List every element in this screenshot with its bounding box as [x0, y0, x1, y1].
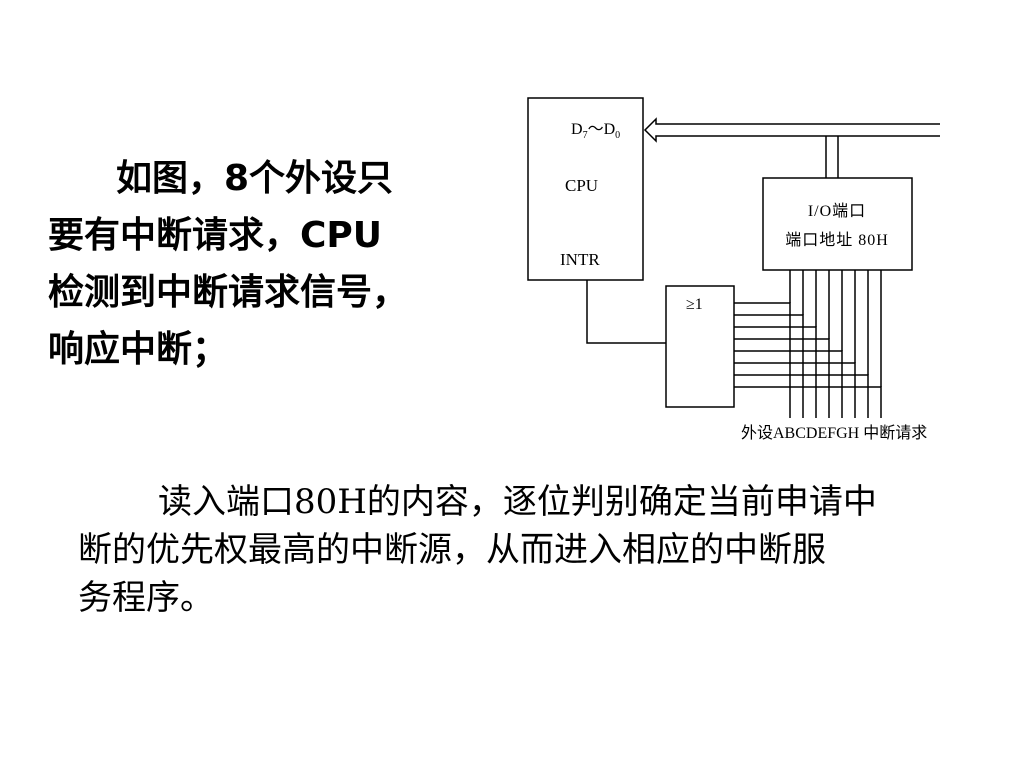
- bottom-paragraph: 读入端口80H的内容，逐位判别确定当前申请中 断的优先权最高的中断源，从而进入相…: [78, 478, 998, 622]
- bottom-paragraph-line-1: 读入端口80H的内容，逐位判别确定当前申请中: [158, 482, 877, 522]
- data-bus-arrow: [643, 117, 940, 143]
- io-port-address-label: 端口地址 80H: [785, 231, 889, 249]
- peripheral-caption: 外设ABCDEFGH 中断请求: [741, 424, 927, 442]
- cpu-box: [527, 97, 644, 281]
- left-paragraph-line-1: 如图，8个外设只: [116, 158, 394, 199]
- left-paragraph: 如图，8个外设只 要有中断请求，CPU 检测到中断请求信号， 响应中断；: [48, 150, 488, 378]
- bottom-paragraph-line-2: 断的优先权最高的中断源，从而进入相应的中断服: [78, 530, 826, 570]
- left-paragraph-line-2: 要有中断请求，CPU: [48, 215, 383, 256]
- or-gate-label: ≥1: [686, 296, 703, 313]
- io-port-box: [762, 177, 913, 271]
- bottom-paragraph-line-3: 务程序。: [78, 578, 214, 618]
- interrupt-request-lines: [734, 270, 882, 418]
- data-bus-label: D7～D0: [571, 121, 620, 141]
- intr-wire: [586, 280, 666, 344]
- intr-label: INTR: [560, 250, 600, 269]
- left-paragraph-line-3: 检测到中断请求信号，: [48, 272, 409, 313]
- left-paragraph-line-4: 响应中断；: [48, 329, 229, 370]
- or-gate-box: [665, 285, 735, 408]
- io-port-label: I/O端口: [808, 202, 866, 220]
- cpu-label: CPU: [565, 176, 598, 195]
